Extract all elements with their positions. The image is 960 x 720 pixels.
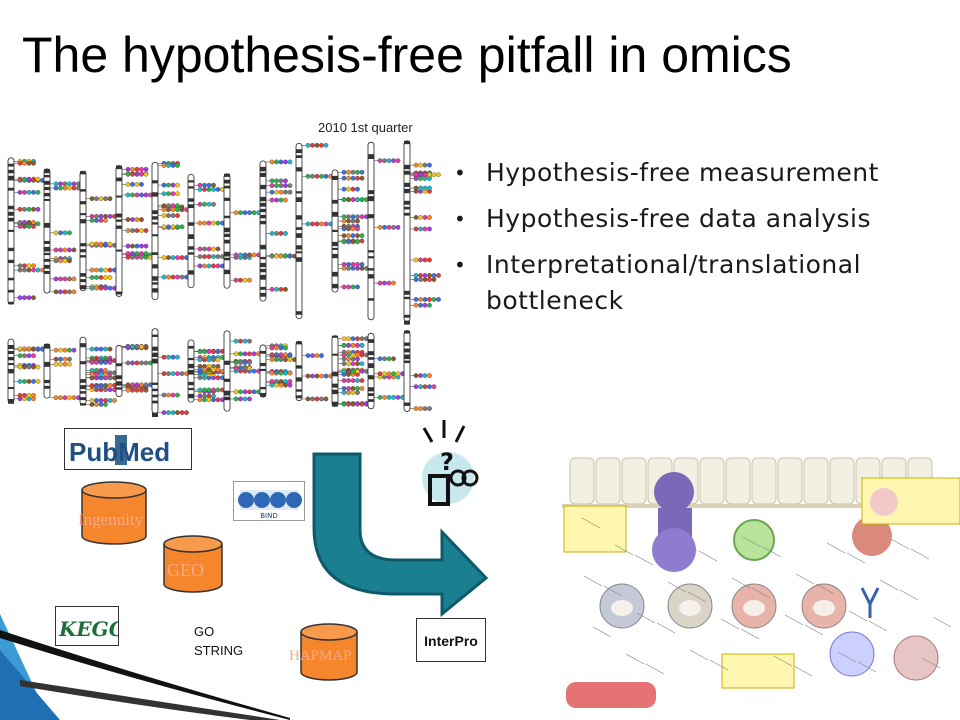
slide-title: The hypothesis-free pitfall in omics [22,27,792,83]
hapmap-cylinder-icon [300,623,358,681]
interpro-logo: InterPro [416,618,486,662]
pathway-figure [562,428,960,720]
bullet-list: Hypothesis-free measurement Hypothesis-f… [452,155,960,329]
hapmap-label: HAPMAP [289,648,352,664]
bind-text: BIND [260,512,278,520]
ingenuity-label: Ingenuity [78,510,144,529]
bind-logo: BIND [233,481,305,521]
karyogram-figure [7,140,441,417]
string-label: STRING [194,643,244,658]
go-string-text: GO STRING [194,622,243,660]
geo-cylinder-icon [163,535,223,593]
ingenuity-cylinder-icon [81,481,147,545]
bullet-item: Hypothesis-free measurement [452,155,960,191]
bullet-item: Hypothesis-free data analysis [452,201,960,237]
interpro-text: InterPro [424,633,478,649]
decorative-swoosh [0,614,290,720]
pubmed-text: PubMed [69,437,170,467]
pubmed-logo: PubMed [64,428,192,470]
confused-face-icon: ? [422,420,479,506]
question-mark: ? [440,448,454,476]
curved-arrow-icon [312,452,489,618]
go-label: GO [194,624,215,639]
karyogram-label: 2010 1st quarter [318,120,413,135]
bullet-item: Interpretational/translational bottlenec… [452,247,960,319]
geo-label: GEO [167,560,204,580]
